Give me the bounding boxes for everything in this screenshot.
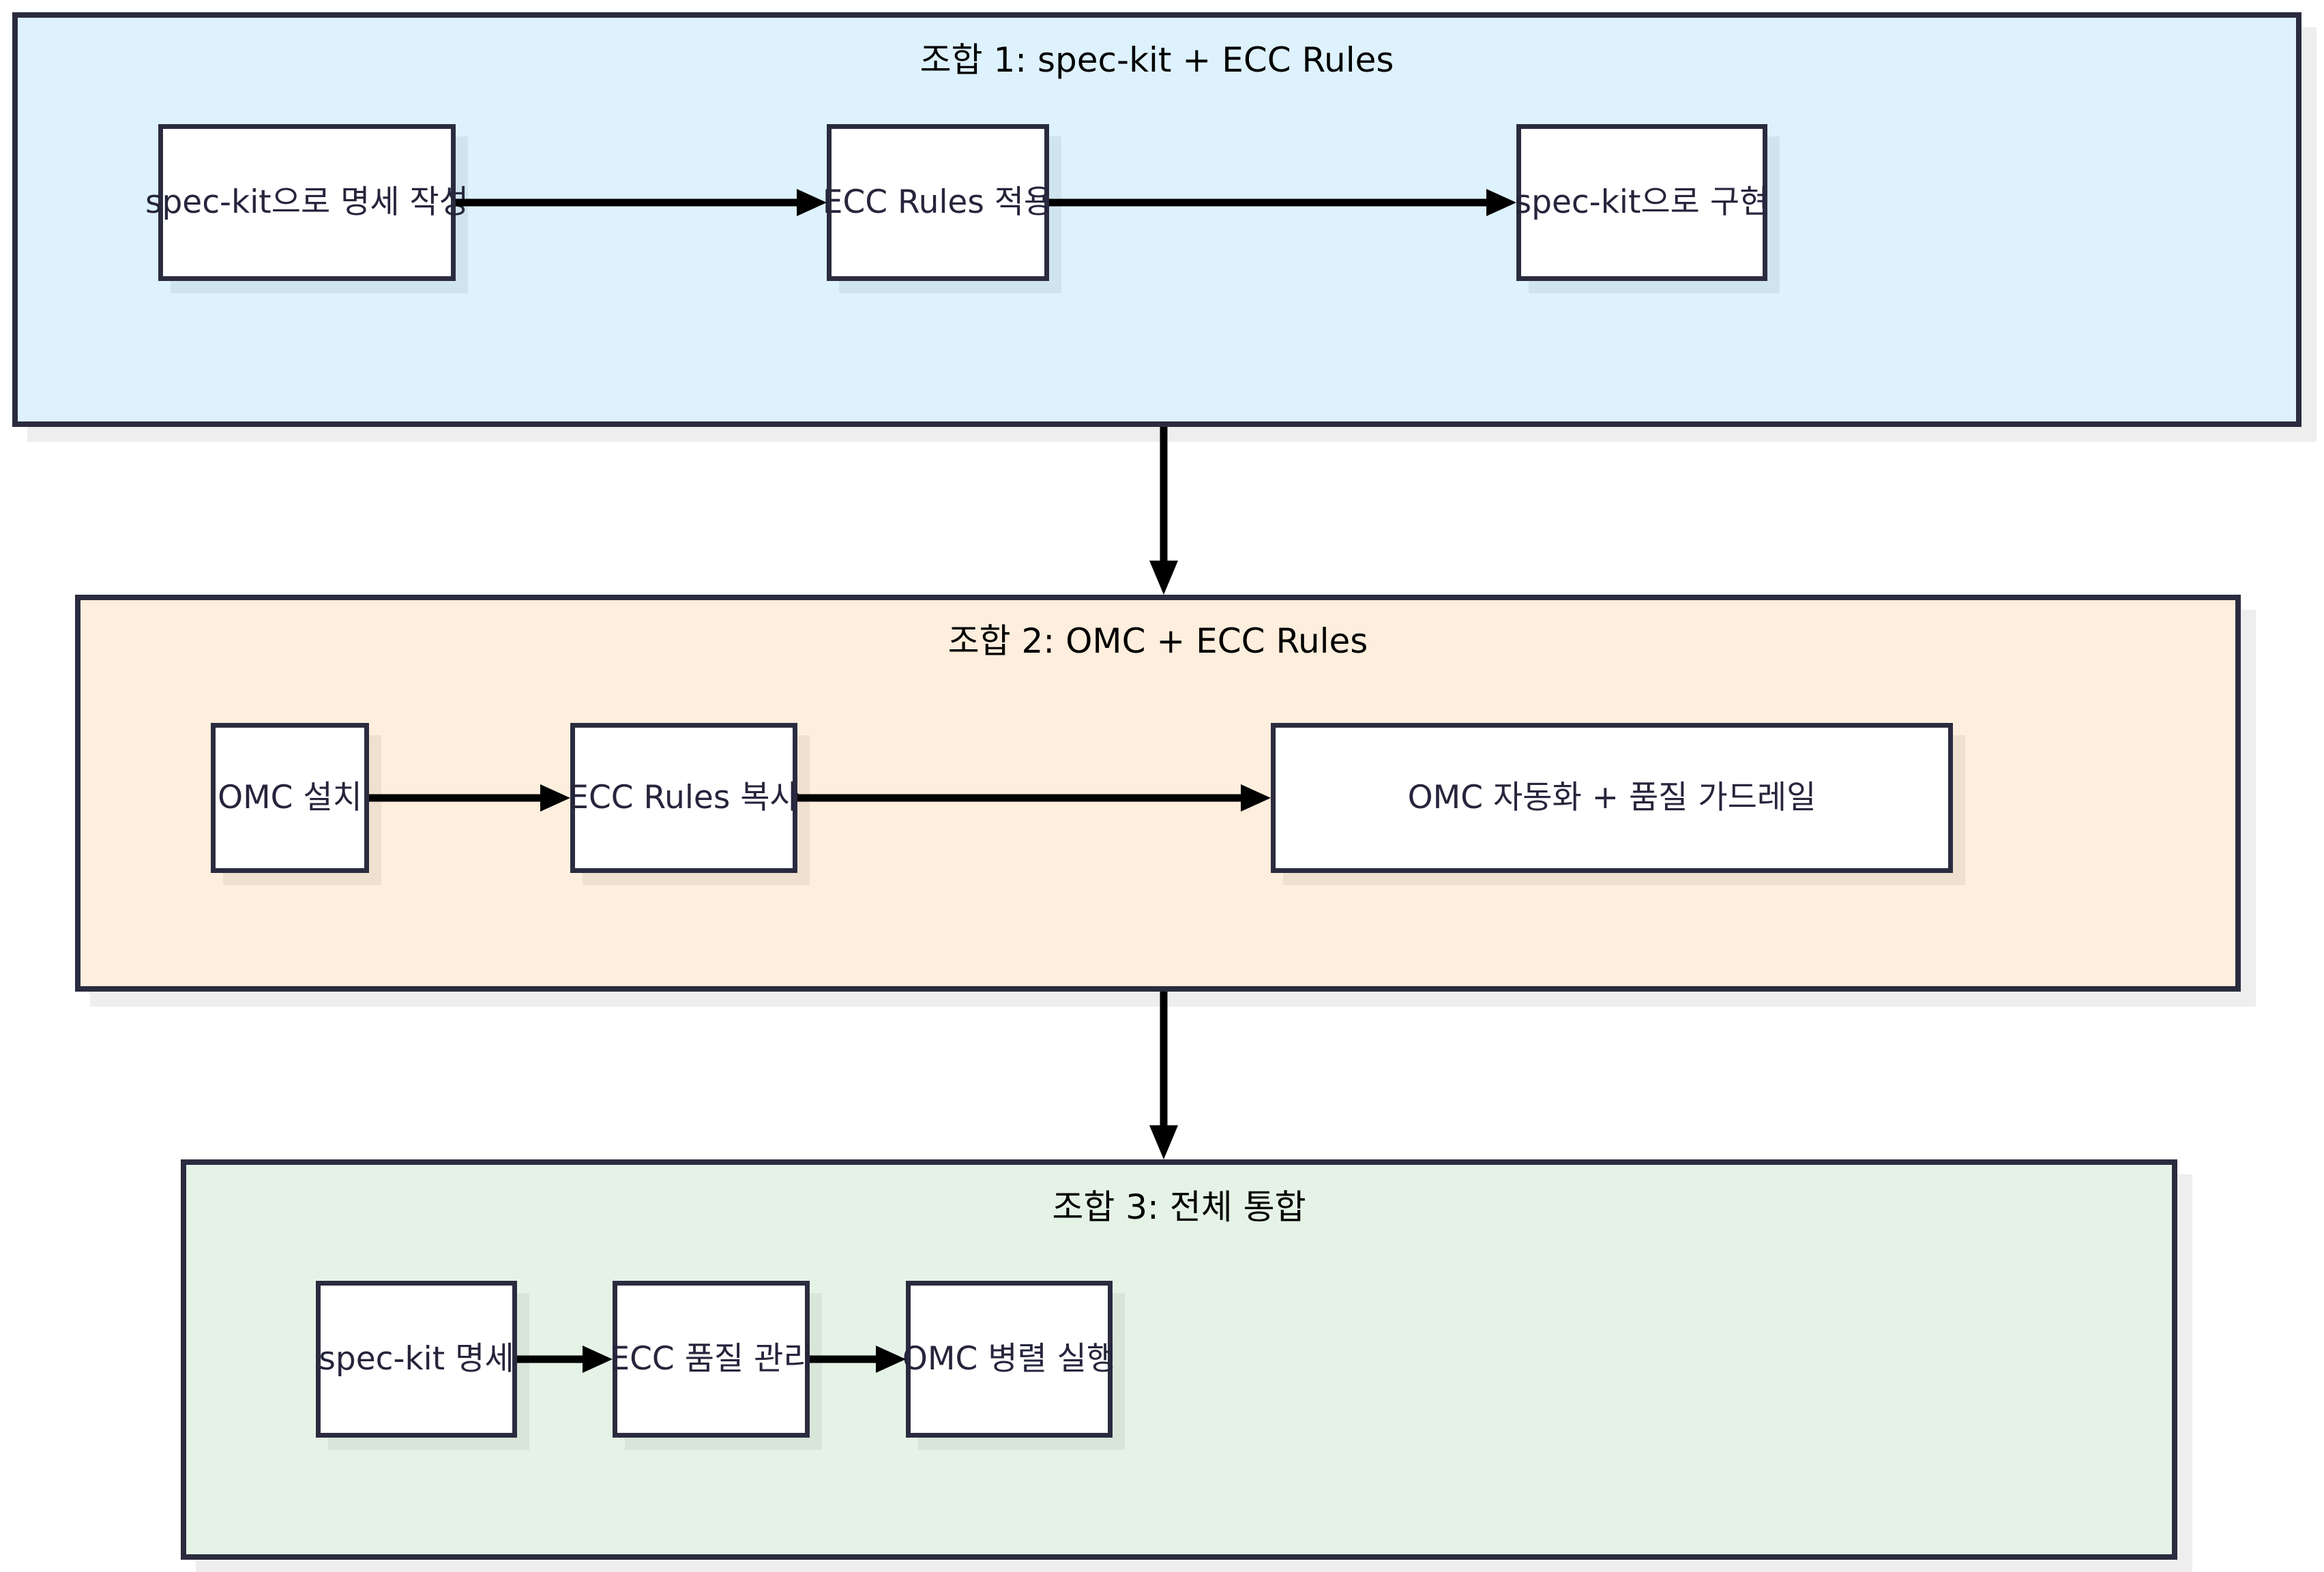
node-c3n2-label: ECC 품질 관리 [609,1340,813,1378]
node-c3n3[interactable]: OMC 병렬 실행 [902,1281,1116,1438]
node-c3n3-label: OMC 병렬 실행 [902,1340,1117,1378]
node-c2n1[interactable]: OMC 설치 [211,723,369,873]
node-c2n2-label: ECC Rules 복사 [568,779,799,817]
node-c1n3[interactable]: spec-kit으로 구현 [1514,124,1769,281]
subgraph-combo2: 조합 2: OMC + ECC Rules OMC 설치 ECC Rules 복… [75,595,2241,992]
node-c2n2[interactable]: ECC Rules 복사 [568,723,799,873]
node-c2n1-label: OMC 설치 [218,779,362,817]
subgraph-combo2-title: 조합 2: OMC + ECC Rules [947,621,1368,661]
edge-c3n2-to-c3n3 [810,1346,906,1373]
subgraph-combo1: 조합 1: spec-kit + ECC Rules spec-kit으로 명세… [12,12,2301,427]
node-c2n3[interactable]: OMC 자동화 + 품질 가드레일 [1271,723,1953,873]
node-c1n1[interactable]: spec-kit으로 명세 작성 [145,124,469,281]
node-c1n2-label: ECC Rules 적용 [822,183,1054,222]
edge-combo2-to-combo3 [1149,992,1178,1159]
node-c1n1-label: spec-kit으로 명세 작성 [145,183,469,222]
edge-combo1-to-combo2 [1149,427,1178,595]
node-c2n3-label: OMC 자동화 + 품질 가드레일 [1407,779,1816,817]
edge-c2n1-to-c2n2 [369,784,570,812]
node-c3n1[interactable]: spec-kit 명세 [316,1281,517,1438]
node-c3n2[interactable]: ECC 품질 관리 [609,1281,813,1438]
edge-c1n2-to-c1n3 [1049,189,1516,216]
node-c1n3-label: spec-kit으로 구현 [1514,183,1769,222]
subgraph-combo1-title: 조합 1: spec-kit + ECC Rules [920,40,1394,80]
edge-c1n1-to-c1n2 [456,189,827,216]
edge-c2n2-to-c2n3 [797,784,1271,812]
node-c3n1-label: spec-kit 명세 [319,1340,514,1378]
node-c1n2[interactable]: ECC Rules 적용 [823,124,1053,281]
edge-c3n1-to-c3n2 [517,1346,613,1373]
subgraph-combo3: 조합 3: 전체 통합 spec-kit 명세 ECC 품질 관리 OMC 병렬… [181,1159,2177,1560]
subgraph-combo3-title: 조합 3: 전체 통합 [1052,1187,1306,1227]
